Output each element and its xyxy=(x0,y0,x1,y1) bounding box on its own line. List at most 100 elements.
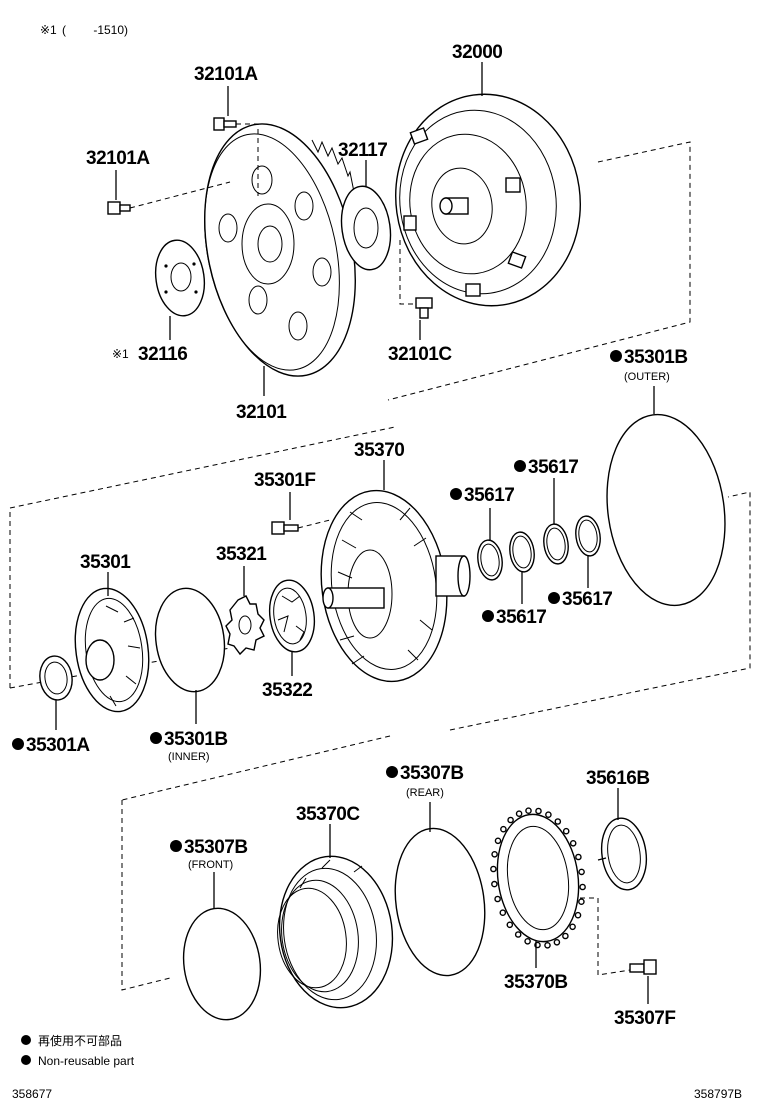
plate-tooth xyxy=(578,868,585,876)
bolt-35301f xyxy=(271,492,331,535)
plate-tooth xyxy=(554,818,562,825)
front-cover-plate xyxy=(340,160,392,271)
non-reusable-dot-35301a xyxy=(12,738,24,750)
plate-tooth xyxy=(579,883,586,891)
snap-ring xyxy=(597,788,648,891)
label-35307b-front-sub: (FRONT) xyxy=(188,859,233,871)
bolt-32101c xyxy=(399,240,433,340)
header-note-marker: ※1 xyxy=(40,23,57,37)
plate-tooth xyxy=(490,865,497,873)
label-35321: 35321 xyxy=(216,544,267,565)
drive-plate xyxy=(204,123,361,396)
plate-tooth xyxy=(535,807,542,815)
header-note-range: ( -1510) xyxy=(62,23,128,37)
oil-seal xyxy=(39,655,73,730)
label-35301b-outer: 35301B xyxy=(624,347,688,368)
label-35301a: 35301A xyxy=(26,735,90,756)
o-ring-rear xyxy=(394,802,486,977)
non-reusable-dot-35617-d xyxy=(548,592,560,604)
plate-tooth xyxy=(507,816,514,824)
spacer-plate xyxy=(154,239,206,340)
label-35307b-front: 35307B xyxy=(184,837,248,858)
torque-converter xyxy=(395,62,581,307)
plate-tooth xyxy=(575,853,582,861)
label-35617-c: 35617 xyxy=(496,607,546,628)
label-35616b: 35616B xyxy=(586,768,650,789)
non-reusable-dot-35307b-rear xyxy=(386,766,398,778)
label-35307b-rear-sub: (REAR) xyxy=(406,787,444,799)
non-reusable-dot-35617-c xyxy=(482,610,494,622)
bolt-35307f xyxy=(629,959,657,1004)
seal-rings xyxy=(477,478,601,604)
plate-tooth xyxy=(562,932,569,940)
stator-shaft-drum xyxy=(277,824,394,1009)
footer-right-code: 358797B xyxy=(694,1087,742,1101)
plate-tooth xyxy=(569,923,576,931)
plate-tooth xyxy=(506,921,514,929)
non-reusable-dot-35307b-front xyxy=(170,840,182,852)
legend-text-jp: 再使用不可部品 xyxy=(38,1033,122,1048)
plate-tooth xyxy=(525,807,532,815)
label-32116: 32116 xyxy=(138,344,187,365)
label-32101a-left: 32101A xyxy=(86,148,150,169)
plate-tooth xyxy=(569,840,577,847)
label-35617-d: 35617 xyxy=(562,589,612,610)
label-32000: 32000 xyxy=(452,42,502,63)
oil-pump-cover xyxy=(74,572,150,713)
assembly-box-upper xyxy=(387,141,691,401)
non-reusable-dot-35301b-inner xyxy=(150,732,162,744)
plate-tooth xyxy=(578,898,585,906)
non-reusable-dot-35617-a xyxy=(450,488,462,500)
plate-tooth xyxy=(524,938,531,945)
bolt-32101a-top xyxy=(213,86,259,196)
legend-dot-en xyxy=(21,1055,31,1065)
label-35617-b: 35617 xyxy=(528,457,578,478)
plate-tooth xyxy=(514,931,522,938)
label-35370: 35370 xyxy=(354,440,404,461)
plate-tooth xyxy=(544,942,551,949)
clutch-plate xyxy=(490,807,586,968)
o-ring-front xyxy=(182,872,262,1021)
label-35307b-rear: 35307B xyxy=(400,763,464,784)
plate-tooth xyxy=(491,880,498,888)
label-35322: 35322 xyxy=(262,680,312,701)
pump-drive-gear xyxy=(225,566,265,656)
label-35370b: 35370B xyxy=(504,972,568,993)
label-35301: 35301 xyxy=(80,552,131,573)
footer-left-code: 358677 xyxy=(12,1087,52,1101)
label-35370c: 35370C xyxy=(296,804,360,825)
plate-tooth xyxy=(562,827,570,835)
legend-dot-jp xyxy=(21,1035,31,1045)
label-35301f: 35301F xyxy=(254,470,315,491)
label-32117: 32117 xyxy=(338,140,387,161)
pump-driven-gear xyxy=(268,579,316,676)
non-reusable-dot-35301b-outer xyxy=(610,350,622,362)
label-35301b-inner-sub: (INNER) xyxy=(168,751,210,763)
legend-text-en: Non-reusable part xyxy=(38,1054,135,1068)
label-35301b-outer-sub: (OUTER) xyxy=(624,371,670,383)
plate-tooth xyxy=(494,837,502,845)
plate-tooth xyxy=(491,851,498,858)
bolt-32101a-left xyxy=(107,170,231,215)
assembly-box-lower xyxy=(121,800,631,991)
label-32116-marker: ※1 xyxy=(112,347,129,361)
plate-tooth xyxy=(499,909,507,917)
o-ring-inner xyxy=(154,587,226,724)
label-35617-a: 35617 xyxy=(464,485,514,506)
label-35307f: 35307F xyxy=(614,1008,675,1029)
label-32101: 32101 xyxy=(236,402,287,423)
label-32101c: 32101C xyxy=(388,344,452,365)
plate-tooth xyxy=(545,811,552,819)
label-32101a-top: 32101A xyxy=(194,64,258,85)
plate-tooth xyxy=(515,810,523,818)
plate-tooth xyxy=(553,939,561,946)
label-35301b-inner: 35301B xyxy=(164,729,228,750)
oil-pump-body xyxy=(320,460,471,683)
plate-tooth xyxy=(500,825,507,833)
plate-tooth xyxy=(574,911,582,919)
o-ring-outer xyxy=(606,386,726,607)
plate-tooth xyxy=(494,895,501,903)
non-reusable-dot-35617-b xyxy=(514,460,526,472)
